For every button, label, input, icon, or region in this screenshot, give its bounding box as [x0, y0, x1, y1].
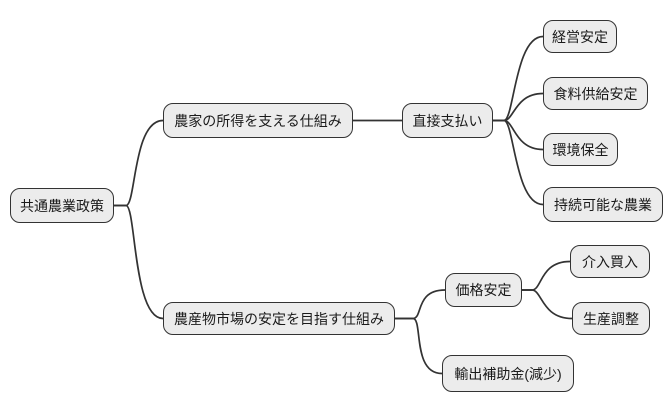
node-export-subsidy-label: 輸出補助金(減少) [454, 365, 562, 382]
edge-direct-payment-environment-conservation [492, 119, 544, 151]
edge-market-stability-export-subsidy [394, 317, 443, 375]
node-management-stability-label: 経営安定 [552, 28, 608, 45]
node-market-stability-label: 農産物市場の安定を目指す仕組み [174, 310, 384, 327]
node-sustainable-agriculture-label: 持続可能な農業 [554, 196, 652, 213]
edge-price-stability-intervention-buying [521, 260, 571, 291]
node-direct-payment: 直接支払い [402, 103, 493, 138]
node-direct-payment-label: 直接支払い [412, 112, 483, 129]
node-food-supply-stability-label: 食料供給安定 [553, 85, 638, 102]
node-production-adjustment-label: 生産調整 [583, 310, 639, 327]
node-management-stability: 経営安定 [543, 20, 617, 53]
edge-direct-payment-sustainable-agriculture [492, 119, 544, 206]
node-environment-conservation-label: 環境保全 [552, 141, 609, 158]
node-root-label: 共通農業政策 [20, 197, 104, 214]
node-root: 共通農業政策 [10, 188, 114, 223]
node-environment-conservation: 環境保全 [543, 133, 618, 166]
edge-price-stability-production-adjustment [521, 289, 573, 320]
node-export-subsidy: 輸出補助金(減少) [442, 355, 574, 392]
edge-root-market-stability [113, 204, 164, 320]
node-price-stability: 価格安定 [445, 273, 522, 307]
edge-root-income-support [113, 119, 164, 207]
node-intervention-buying-label: 介入買入 [582, 253, 638, 270]
edge-market-stability-price-stability [394, 289, 446, 320]
node-intervention-buying: 介入買入 [570, 245, 650, 278]
edge-direct-payment-management-stability [492, 35, 544, 122]
edge-direct-payment-food-supply-stability [492, 92, 544, 122]
node-market-stability: 農産物市場の安定を目指す仕組み [163, 302, 395, 335]
node-production-adjustment: 生産調整 [572, 302, 650, 335]
node-income-support-label: 農家の所得を支える仕組み [174, 112, 342, 129]
node-price-stability-label: 価格安定 [455, 282, 512, 298]
node-food-supply-stability: 食料供給安定 [543, 77, 648, 110]
node-income-support: 農家の所得を支える仕組み [163, 103, 353, 138]
node-sustainable-agriculture: 持続可能な農業 [543, 187, 663, 222]
